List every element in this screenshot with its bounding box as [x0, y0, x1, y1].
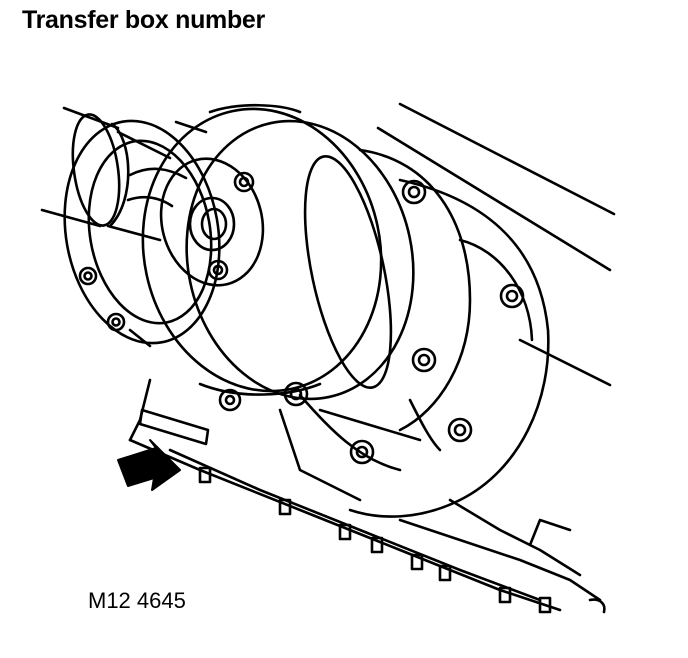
- figure-reference: M12 4645: [88, 588, 186, 613]
- flange-bolts: [78, 171, 255, 332]
- casing-bolts: [218, 179, 525, 465]
- arrow-icon: [117, 439, 181, 491]
- transfer-drum: [141, 103, 415, 401]
- diagram-title: Transfer box number: [22, 6, 265, 34]
- lower-rail: [128, 378, 606, 614]
- output-flange: [126, 157, 265, 287]
- number-plate: [138, 408, 210, 446]
- propeller-shaft: [40, 106, 172, 242]
- rear-casing: [278, 148, 550, 518]
- chassis-lines: [376, 102, 616, 387]
